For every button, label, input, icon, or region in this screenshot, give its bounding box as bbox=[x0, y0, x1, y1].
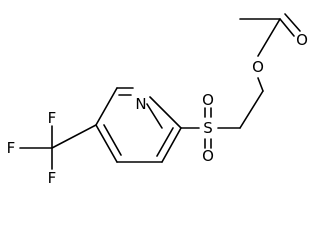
bond-o-carbonyl-c bbox=[257, 18, 281, 57]
ring-bond-c5-c4-inner bbox=[103, 124, 122, 156]
atom-label-carbonyl-oxygen: O bbox=[296, 31, 308, 49]
bond-carbonyl-c-o-1 bbox=[279, 18, 295, 37]
bond-ch2-o-ester bbox=[257, 77, 264, 92]
bond-ring-cf3 bbox=[51, 124, 97, 149]
atom-label-fluorine-left: F bbox=[7, 139, 16, 157]
ring-bond-c3-c2-inner bbox=[156, 127, 174, 157]
chemical-structure-diagram: N S O O O O F F F bbox=[7, 13, 308, 187]
atom-label-fluorine-bottom: F bbox=[48, 169, 57, 187]
bond-carbonyl-c-o-2 bbox=[284, 13, 301, 32]
atom-label-sulfonyl-oxygen-top: O bbox=[202, 91, 214, 109]
atom-label-sulfur: S bbox=[203, 119, 213, 137]
ring-bond-c3-c2 bbox=[161, 127, 182, 163]
ring-bond-c5-c4 bbox=[95, 124, 118, 163]
ring-bond-c2-n-outer bbox=[149, 96, 182, 129]
bond-ch2-ch2 bbox=[239, 90, 264, 129]
atom-label-sulfonyl-oxygen-bottom: O bbox=[202, 147, 214, 165]
atom-label-fluorine-top: F bbox=[48, 109, 57, 127]
ring-bond-c2-n bbox=[146, 103, 163, 129]
ring-bond-c6-c5 bbox=[95, 87, 118, 126]
atom-label-ring-nitrogen: N bbox=[135, 95, 146, 113]
atom-label-ester-oxygen: O bbox=[252, 58, 264, 76]
